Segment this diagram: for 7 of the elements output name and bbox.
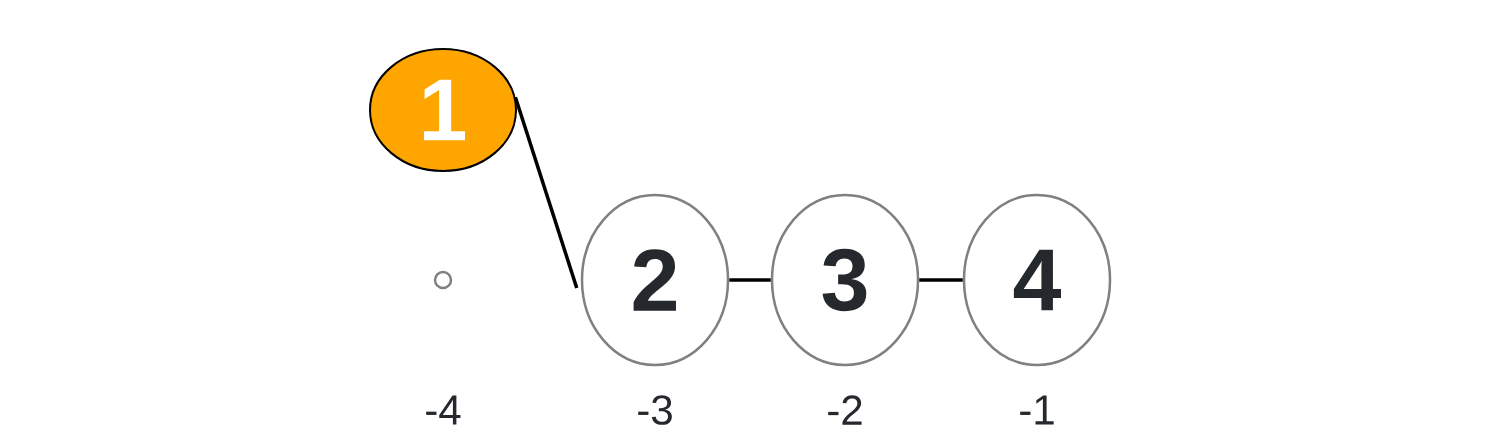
axis-label: -2 (828, 395, 862, 425)
connector-line (729, 278, 771, 282)
axis-label: -1 (1020, 395, 1054, 425)
connector-line (513, 96, 579, 289)
connector-line (919, 278, 963, 282)
axis-label: -3 (638, 395, 672, 425)
axis-label: -4 (426, 395, 461, 425)
